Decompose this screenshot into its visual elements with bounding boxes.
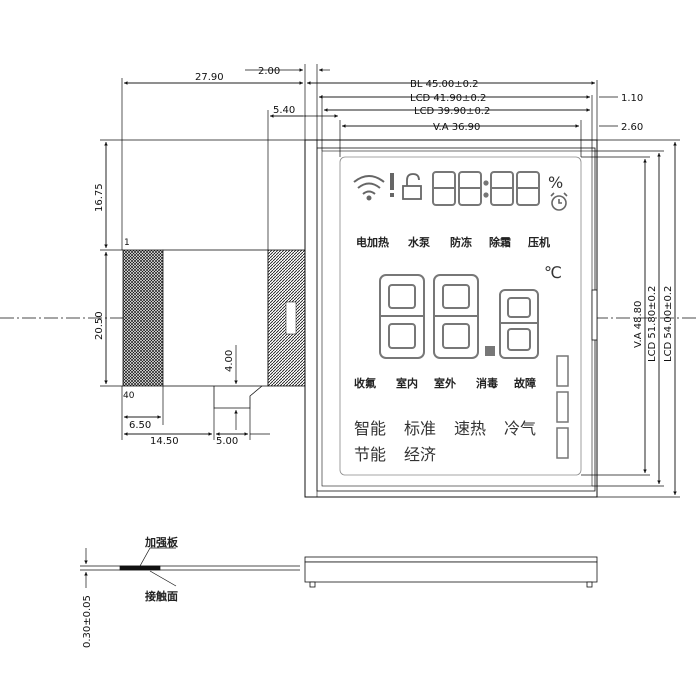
small-seven-seg-display <box>432 171 540 206</box>
dim-lcd-51-80: LCD 51.80±0.2 <box>647 286 658 362</box>
dim-5-40: 5.40 <box>273 105 295 116</box>
label-antifreeze: 防冻 <box>450 235 472 249</box>
side-view-module <box>304 556 598 588</box>
dim-4-00: 4.00 <box>224 350 235 372</box>
label-compressor: 压机 <box>528 235 550 249</box>
dim-lcd-54-00: LCD 54.00±0.2 <box>663 286 674 362</box>
pin-first-label: 1 <box>124 238 130 248</box>
dimension-lines <box>100 64 680 498</box>
dim-2-00: 2.00 <box>258 66 280 77</box>
dim-lcd-39-90: LCD 39.90±0.2 <box>414 106 490 117</box>
dim-27-90: 27.90 <box>195 72 224 83</box>
dim-14-50: 14.50 <box>150 436 179 447</box>
label-indoor: 室内 <box>396 376 418 390</box>
dim-va-48-80: V.A 48.80 <box>633 301 644 348</box>
dim-2-60: 2.60 <box>621 122 643 133</box>
dim-bl: BL 45.00±0.2 <box>410 79 479 90</box>
label-energy-saving: 节能 <box>354 445 386 464</box>
dim-20-50: 20.50 <box>94 311 105 340</box>
label-refrigerant-recovery: 收氟 <box>354 376 376 390</box>
label-fast-heat: 速热 <box>454 419 486 438</box>
dim-6-50: 6.50 <box>129 420 151 431</box>
label-electric-heat: 电加热 <box>356 235 389 249</box>
alarm-clock-icon <box>550 192 568 211</box>
label-outdoor: 室外 <box>434 376 456 390</box>
large-seven-seg-display <box>379 274 539 359</box>
label-disinfect: 消毒 <box>476 376 498 390</box>
label-cooling: 冷气 <box>504 419 536 438</box>
label-stiffener: 加强板 <box>144 535 179 549</box>
dim-thickness: 0.30±0.05 <box>82 595 93 648</box>
pin-last-label: 40 <box>123 391 135 401</box>
dim-lcd-41-90: LCD 41.90±0.2 <box>410 93 486 104</box>
celsius-symbol: ℃ <box>544 263 562 282</box>
dim-1-10: 1.10 <box>621 93 643 104</box>
percent-symbol: % <box>548 173 563 192</box>
fpc-cable <box>122 243 329 409</box>
wifi-icon <box>353 175 385 201</box>
level-indicator <box>556 355 569 459</box>
lock-icon <box>402 173 422 200</box>
dim-16-75: 16.75 <box>94 183 105 212</box>
label-contact: 接触面 <box>145 589 178 603</box>
label-water-pump: 水泵 <box>408 235 430 249</box>
dim-5-00: 5.00 <box>216 436 238 447</box>
label-economy: 经济 <box>404 445 436 464</box>
dim-va-36-90: V.A 36.90 <box>433 122 480 133</box>
side-view-fpc <box>80 547 300 588</box>
label-defrost: 除霜 <box>489 235 511 249</box>
alert-icon <box>390 173 394 197</box>
label-standard: 标准 <box>404 419 436 438</box>
module-frame <box>304 139 598 498</box>
label-smart: 智能 <box>354 419 386 438</box>
label-fault: 故障 <box>514 376 536 390</box>
